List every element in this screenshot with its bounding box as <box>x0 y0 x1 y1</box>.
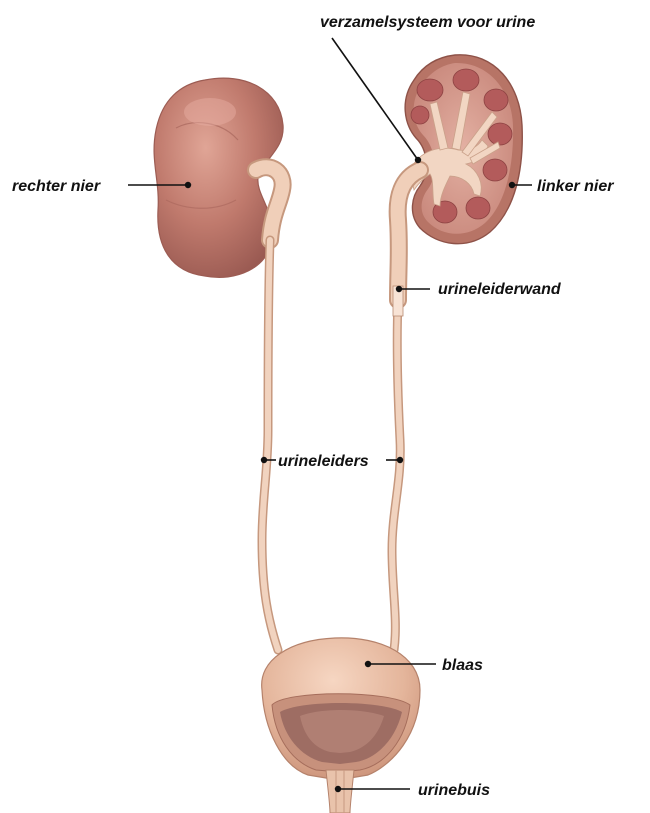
dot-left-kidney <box>509 182 515 188</box>
label-left-kidney: linker nier <box>537 178 614 195</box>
dot-collecting-system <box>415 157 421 163</box>
label-right-kidney: rechter nier <box>12 178 101 195</box>
dot-ureter-right <box>397 457 403 463</box>
dot-ureter-wall <box>396 286 402 292</box>
label-ureters: urineleiders <box>278 453 369 470</box>
dot-ureter-left <box>261 457 267 463</box>
label-bladder: blaas <box>442 657 483 674</box>
dot-right-kidney <box>185 182 191 188</box>
leader-collecting-system <box>332 38 418 160</box>
left-ureter <box>392 170 420 650</box>
label-urethra: urinebuis <box>418 782 490 799</box>
left-kidney <box>405 55 522 244</box>
right-kidney <box>154 78 283 277</box>
label-collecting-system: verzamelsysteem voor urine <box>320 14 535 31</box>
dot-bladder <box>365 661 371 667</box>
label-ureter-wall: urineleiderwand <box>438 281 562 298</box>
dot-urethra <box>335 786 341 792</box>
